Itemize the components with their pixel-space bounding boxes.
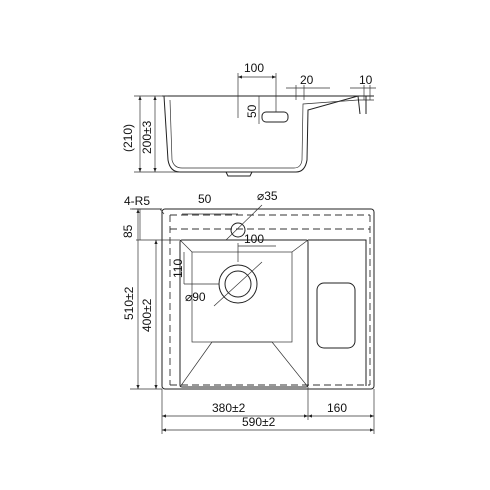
overflow-slot [261, 111, 289, 123]
dim-corner-radius: 4-R5 [124, 194, 150, 208]
drainer-tray [316, 282, 356, 349]
dim-total-width: 590±2 [242, 415, 276, 429]
drain-inner [224, 270, 252, 298]
top-view: 4-R5 50 ⌀35 85 100 110 ⌀90 510±2 400±2 [121, 189, 375, 434]
dim-opening-height: 50 [245, 104, 259, 118]
dim-bowl-height: 400±2 [140, 298, 154, 332]
side-bowl-inner [169, 99, 374, 169]
side-view: 100 50 20 10 (210) 200±3 [121, 61, 376, 177]
dim-flange-right: 20 [300, 73, 314, 87]
dim-drainer-width: 160 [327, 401, 347, 415]
dim-tap-hole: ⌀35 [257, 189, 278, 203]
dim-bowl-width: 380±2 [212, 401, 246, 415]
cutout-dashed-outline [169, 214, 371, 386]
dim-tap-offset: 50 [198, 192, 212, 206]
dim-total-height: 510±2 [122, 286, 136, 320]
drainer-edge [308, 239, 367, 386]
tap-hole [230, 222, 246, 238]
sink-outline [161, 208, 375, 390]
dim-top-margin: 85 [121, 224, 135, 238]
dim-drain-diameter: ⌀90 [185, 290, 206, 304]
dim-opening-width: 100 [244, 61, 264, 75]
dim-total-depth: (210) [121, 124, 135, 152]
side-bowl-outline [163, 95, 359, 173]
dim-drain-offset-y: 110 [171, 259, 185, 278]
dim-flange-far: 10 [359, 73, 373, 87]
side-flange-lip [357, 95, 367, 115]
side-drain-stub [225, 171, 253, 177]
dim-drain-offset-x: 100 [244, 232, 264, 246]
dim-bowl-depth: 200±3 [140, 120, 154, 154]
bowl-outline [179, 239, 309, 388]
